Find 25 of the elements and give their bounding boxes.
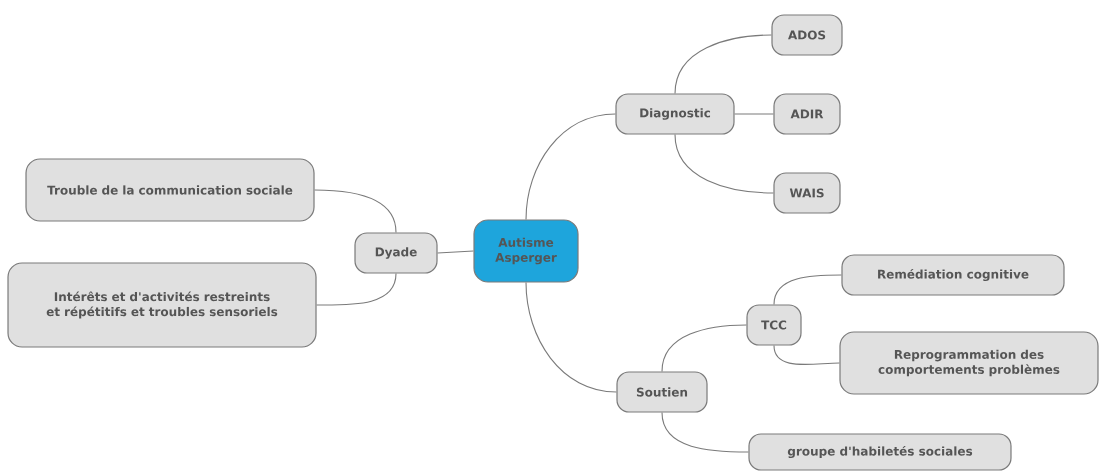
topic-box: ADOS [771, 14, 843, 56]
connector-line [773, 345, 840, 366]
topic-box: ADIR [773, 93, 841, 135]
connector-line [525, 113, 616, 220]
topic-box: Trouble de la communication sociale [25, 158, 315, 222]
connector-line [314, 189, 397, 233]
topic-box: Intérêts et d'activités restreints et répétitifs et troubles sensoriels [7, 262, 317, 348]
topic-box: Dyade [354, 232, 438, 274]
connector-line [734, 113, 774, 115]
connector-line [437, 250, 474, 254]
connector-line [661, 324, 747, 372]
topic-box: groupe d'habiletés sociales [748, 433, 1012, 471]
central-topic-box: Autisme Asperger [473, 219, 579, 283]
topic-box: TCC [746, 304, 802, 346]
topic-box: Soutien [616, 371, 708, 413]
connector-line [674, 34, 772, 94]
topic-box: Remédiation cognitive [841, 254, 1065, 296]
connector-line [316, 273, 397, 306]
connector-line [661, 412, 749, 453]
topic-box: Diagnostic [615, 93, 735, 135]
topic-box: WAIS [773, 172, 841, 214]
connector-line [674, 134, 774, 194]
topic-box: Reprogrammation des comportements problèmes [839, 331, 1099, 395]
connector-line [525, 282, 617, 393]
connector-line [773, 274, 842, 305]
